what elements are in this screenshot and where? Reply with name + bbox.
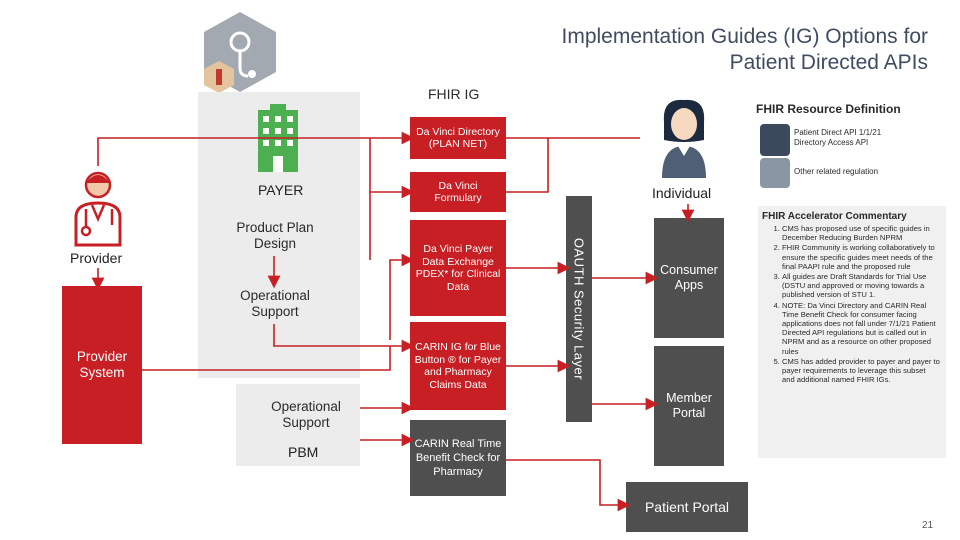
patient-icon xyxy=(662,99,706,178)
legend-grey-label: Other related regulation xyxy=(794,167,879,176)
oauth-security-layer: OAUTH Security Layer xyxy=(566,196,592,422)
provider-system-box: Provider System xyxy=(62,286,142,444)
provider-label: Provider xyxy=(70,250,123,266)
pbm-label: PBM xyxy=(288,444,319,460)
commentary-item: All guides are Draft Standards for Trial… xyxy=(782,272,940,300)
individual-label: Individual xyxy=(652,185,712,201)
legend-red-label: Patient Direct API 1/1/21 Directory Acce… xyxy=(794,128,882,147)
connector-op-support-pdex xyxy=(273,324,390,347)
legend-grey-swatch xyxy=(760,158,790,188)
member-portal-box: Member Portal xyxy=(654,346,724,466)
davinci-pdex-box: Da Vinci Payer Data Exchange PDEX* for C… xyxy=(410,220,506,316)
carin-rtbc-box: CARIN Real Time Benefit Check for Pharma… xyxy=(410,420,506,496)
connector-formulary-individual xyxy=(506,138,549,193)
page-number: 21 xyxy=(922,520,934,531)
connector-pdex xyxy=(389,253,415,340)
fhir-ig-label: FHIR IG xyxy=(428,86,480,102)
commentary-item: NOTE: Da Vinci Directory and CARIN Real … xyxy=(782,301,940,356)
legend-red-swatch xyxy=(760,124,790,156)
connector-provider-directory xyxy=(97,137,370,166)
product-plan-design: Product Plan Design xyxy=(236,220,314,251)
consumer-apps-box: Consumer Apps xyxy=(654,218,724,338)
payer-label: PAYER xyxy=(258,182,304,198)
davinci-formulary-box: Da Vinci Formulary xyxy=(410,172,506,212)
commentary-item: CMS has added provider to payer and paye… xyxy=(782,357,940,385)
carin-bluebutton-box: CARIN IG for Blue Button ® for Payer and… xyxy=(410,322,506,410)
legend-heading: FHIR Resource Definition xyxy=(756,102,901,116)
connector-provider-system xyxy=(142,346,391,371)
pbm-panel xyxy=(236,384,360,466)
doctor-icon xyxy=(74,171,122,247)
medical-hex-icon xyxy=(204,61,234,93)
davinci-directory-box: Da Vinci Directory (PLAN NET) xyxy=(410,117,506,159)
commentary-heading: FHIR Accelerator Commentary xyxy=(762,211,907,222)
operational-support-pbm: Operational Support xyxy=(271,399,341,430)
patient-portal-box: Patient Portal xyxy=(626,482,748,532)
commentary-item: FHIR Community is working collaborativel… xyxy=(782,243,940,271)
commentary-list: CMS has proposed use of specific guides … xyxy=(758,224,946,385)
commentary-panel: FHIR Accelerator Commentary CMS has prop… xyxy=(758,206,946,458)
operational-support-payer: Operational Support xyxy=(240,288,310,319)
page-title: Implementation Guides (IG) Options for P… xyxy=(561,25,929,74)
commentary-item: CMS has proposed use of specific guides … xyxy=(782,224,940,242)
building-icon xyxy=(258,104,298,172)
connector-rtbc-portal xyxy=(506,459,631,512)
